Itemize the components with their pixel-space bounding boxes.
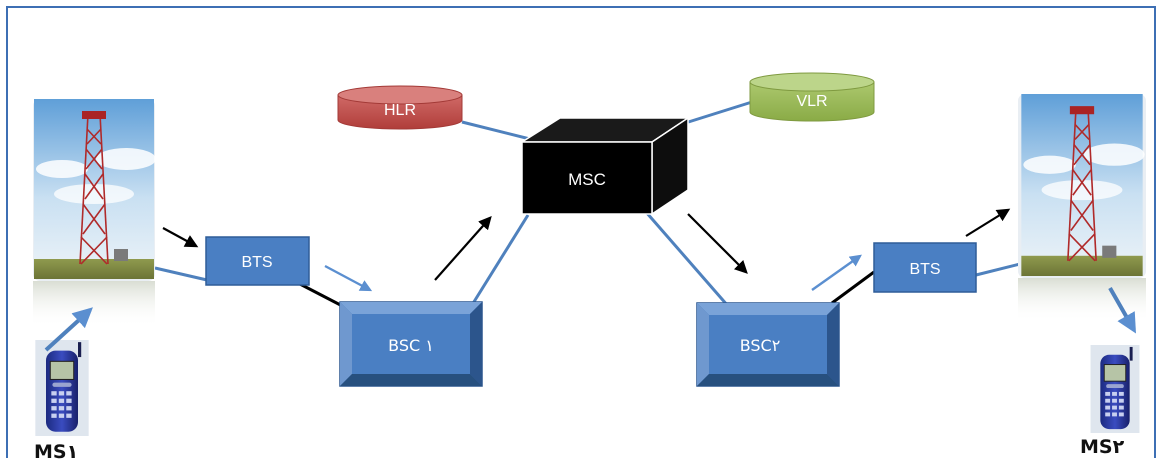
arrow-tower-to-bts-left — [162, 227, 199, 248]
bsc-left-label: BSC ١ — [388, 336, 434, 355]
arrow-msc-to-bsc-right — [687, 213, 748, 274]
bsc-right-label: BSC٢ — [740, 336, 781, 355]
hlr-database: HLR — [337, 85, 463, 130]
line-hlr-msc — [461, 120, 535, 142]
cell-tower-right-icon — [1018, 94, 1146, 322]
mobile-phone-left-icon — [34, 340, 90, 436]
arrow-bts-left-to-bsc-left — [324, 264, 373, 292]
flow-arrows-blue — [324, 254, 862, 292]
bsc-right-box: BSC٢ — [696, 302, 840, 387]
line-msc-bsc-right — [644, 211, 730, 307]
bts-right-box: BTS — [873, 242, 977, 293]
line-bts-tower-right — [975, 262, 1021, 277]
arrow-bts-right-to-tower — [965, 208, 1011, 237]
ms-left-label: MS١ — [34, 441, 79, 463]
line-tower-bts-left — [154, 266, 208, 282]
diagram-frame — [6, 6, 1156, 458]
bsc-left-box: BSC ١ — [339, 301, 483, 387]
bts-left-box: BTS — [205, 236, 310, 286]
line-bsc-bts-right — [831, 270, 875, 305]
radio-arrows — [44, 287, 1136, 352]
ms-right-label: MS٢ — [1080, 436, 1125, 458]
flow-arrows-black — [162, 208, 1011, 281]
bts-left-label: BTS — [241, 254, 272, 271]
msc-label: MSC — [568, 170, 606, 189]
vlr-label: VLR — [796, 93, 827, 110]
vlr-database: VLR — [749, 72, 875, 122]
arrow-bsc-right-to-bts-right — [811, 254, 862, 291]
line-msc-bsc-left — [470, 214, 530, 306]
connector-lines — [154, 100, 1021, 307]
cell-tower-left-icon — [33, 99, 155, 327]
line-vlr-msc — [681, 100, 753, 126]
bts-right-label: BTS — [909, 261, 940, 278]
mobile-phone-right-icon — [1090, 345, 1140, 433]
arrow-bsc-left-to-msc — [434, 216, 492, 281]
hlr-label: HLR — [384, 102, 416, 119]
arrow-ms-left-to-tower — [44, 307, 93, 352]
arrow-tower-to-ms-right — [1108, 287, 1136, 334]
msc-cube: MSC — [519, 116, 691, 216]
